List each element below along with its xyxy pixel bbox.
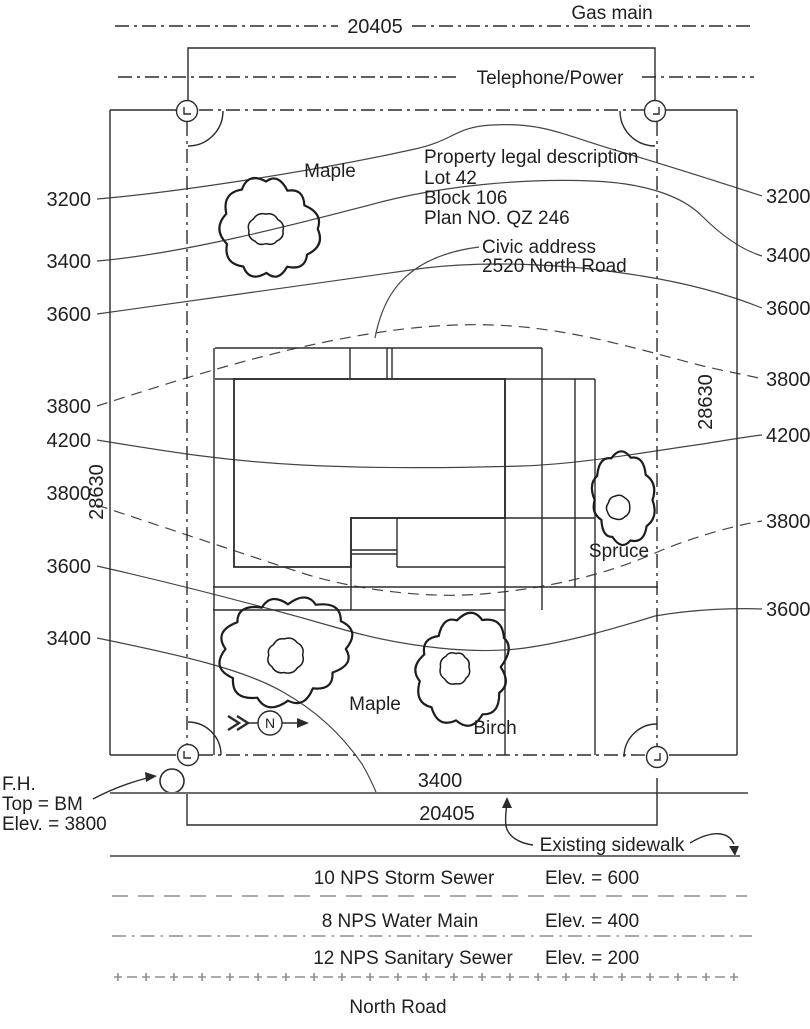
contour-label: 3600 [766,599,810,621]
corner-arc-sw [187,721,222,756]
benchmark-block: F.H. Top = BM Elev. = 3800 [2,768,185,835]
legal-line-1: Property legal description [424,147,638,168]
legal-description-block: Property legal description Lot 42 Block … [424,147,638,229]
contour-3800-dashed-lower [96,504,763,596]
trees [218,176,656,727]
gas-main-label: Gas main [571,3,652,24]
contour-4200 [96,434,763,469]
fire-hydrant-icon [159,768,185,794]
bottom-dimension-bracket [186,778,658,826]
maple-bottom-label: Maple [349,694,401,715]
maple-top-label: Maple [304,161,356,182]
top-dimension-value: 20405 [347,16,403,38]
civic-line-2: 2520 North Road [482,256,627,277]
north-arrow-circle-icon [257,710,283,736]
contour-label: 3600 [766,298,810,320]
sidewalk-leader-right-arrow-icon [729,846,739,856]
benchmark-line-2: Top = BM [2,794,83,815]
east-side-dimension: 28630 [695,374,717,430]
birch-trunk-icon [439,652,471,685]
contour-label: 3800 [47,396,92,418]
structure-line [349,348,393,379]
lot-structures [213,347,658,755]
contour-3800-dashed-upper [96,324,763,407]
birch-tree-icon [414,611,510,727]
corner-marker-se-icon [645,745,669,769]
benchmark-line-3: Elev. = 3800 [2,814,107,835]
maple-bottom-tree-icon [218,596,354,709]
maple-top-trunk-icon [247,212,285,246]
sidewalk-leader-left [504,803,534,846]
maple-bottom-trunk-icon [267,637,305,674]
water-main-elevation: Elev. = 400 [545,911,639,932]
contour-label: 4200 [766,425,810,447]
west-side-dimension: 28630 [86,464,108,520]
contour-label: 3800 [766,369,810,391]
sidewalk-leader-left-arrow-icon [502,797,512,808]
contour-3600 [96,263,763,315]
contour-3400 [96,179,763,262]
bottom-inner-dimension: 3400 [418,770,463,792]
contour-labels-west: 3200 3400 3600 3800 4200 3800 3600 3400 [47,189,92,650]
storm-sewer-label: 10 NPS Storm Sewer [314,868,495,889]
contour-label: 3800 [766,511,810,533]
contour-label: 3400 [47,251,92,273]
legal-line-3: Block 106 [424,188,507,209]
benchmark-line-1: F.H. [2,774,36,795]
bottom-outer-dimension: 20405 [419,803,475,825]
contour-lines [96,123,763,793]
corner-arc-nw [187,110,224,147]
building-footprint [233,378,506,568]
contour-label: 4200 [47,430,92,452]
sanitary-sewer-elevation: Elev. = 200 [545,948,639,969]
contour-3600-lower [96,565,763,652]
civic-address-block: Civic address 2520 North Road [374,237,627,339]
corner-marker-nw-icon [175,99,199,123]
corner-arc-ne [619,110,656,147]
maple-top-tree-icon [218,176,322,278]
contour-label: 3800 [47,483,92,505]
top-utilities: 20405 Gas main Telephone/Power [115,3,754,100]
sanitary-sewer-line [114,973,738,981]
contour-labels-east: 3200 3400 3600 3800 4200 3800 3600 [766,186,810,621]
civic-address-leader [374,246,480,339]
road-name-label: North Road [349,997,446,1018]
property-boundary [109,99,738,769]
corner-arc-se [623,723,658,758]
birch-label: Birch [473,718,516,739]
contour-label: 3600 [47,304,92,326]
north-arrow: N [227,710,309,736]
storm-sewer-elevation: Elev. = 600 [545,868,639,889]
benchmark-leader [92,777,148,800]
telephone-power-label: Telephone/Power [477,68,624,89]
civic-line-1: Civic address [482,237,596,258]
north-arrow-chevrons-icon [227,714,251,732]
corner-marker-glyphs [183,107,661,761]
water-main-label: 8 NPS Water Main [322,911,479,932]
contour-label: 3400 [47,628,92,650]
contour-label: 3200 [766,186,810,208]
sanitary-sewer-label: 12 NPS Sanitary Sewer [313,948,513,969]
north-arrow-letter: N [265,715,275,731]
legal-line-4: Plan NO. QZ 246 [424,208,570,229]
legal-line-2: Lot 42 [424,168,477,189]
spruce-tree-icon [590,450,656,546]
road-and-sidewalk: 3400 20405 Existing sidewalk [110,770,748,857]
corner-marker-ne-icon [643,99,667,123]
contour-label: 3600 [47,556,92,578]
existing-sidewalk-label: Existing sidewalk [540,835,685,856]
benchmark-leader-arrow-icon [145,772,157,782]
top-dimension-bracket [187,47,656,100]
structure-step [351,549,397,555]
spruce-label: Spruce [589,541,649,562]
contour-label: 3200 [47,189,92,211]
sidewalk-leader-right [689,833,735,845]
north-arrow-head-icon [297,718,309,728]
buried-utilities: 10 NPS Storm Sewer Elev. = 600 8 NPS Wat… [112,868,752,1018]
spruce-trunk-icon [605,494,631,521]
corner-marker-sw-icon [176,743,200,767]
contour-label: 3400 [766,245,810,267]
contour-3400-lower [96,637,377,793]
